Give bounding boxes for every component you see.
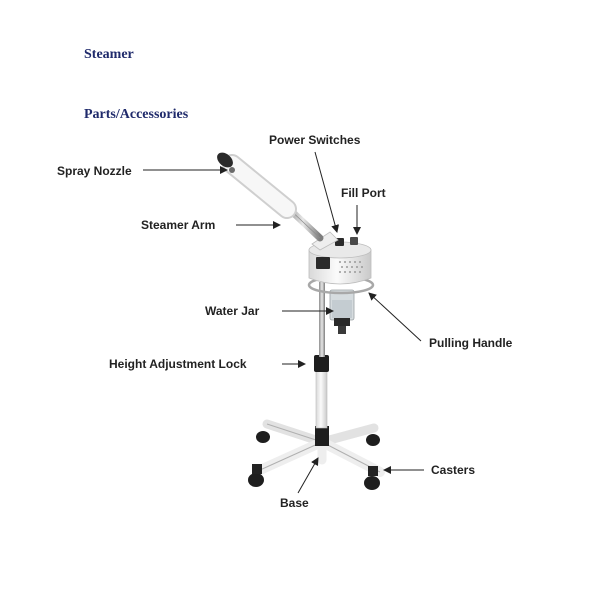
label-pulling-handle: Pulling Handle	[429, 336, 513, 350]
page-title: Steamer	[84, 47, 134, 62]
base-arrow	[297, 457, 319, 494]
label-water-jar: Water Jar	[205, 304, 260, 318]
part-labels: Spray Nozzle Power Switches Fill Port St…	[57, 133, 513, 510]
pulling-handle-arrow	[368, 292, 422, 342]
label-fill-port: Fill Port	[341, 186, 386, 200]
steamer-body	[308, 231, 372, 285]
caster-wheels	[248, 431, 380, 490]
power-switches-arrow	[314, 151, 340, 233]
label-spray-nozzle: Spray Nozzle	[57, 164, 132, 178]
label-base: Base	[280, 496, 309, 510]
vent-dots	[339, 261, 363, 273]
label-casters: Casters	[431, 463, 475, 477]
display-panel	[316, 257, 330, 269]
upper-pole	[319, 282, 325, 357]
label-steamer-arm: Steamer Arm	[141, 218, 215, 232]
water-jar	[329, 289, 355, 334]
spray-nozzle	[217, 152, 235, 173]
steamer-arm	[222, 154, 297, 219]
lower-pole	[315, 369, 328, 429]
steamer-illustration	[217, 152, 385, 490]
label-power-switches: Power Switches	[269, 133, 361, 147]
section-subtitle: Parts/Accessories	[84, 107, 189, 122]
height-lock-collar	[314, 355, 329, 372]
base-legs	[255, 419, 385, 477]
fill-port-cap	[350, 237, 358, 245]
label-height-adjustment-lock: Height Adjustment Lock	[109, 357, 247, 371]
callout-arrows	[143, 151, 424, 494]
base-hub	[315, 426, 329, 446]
